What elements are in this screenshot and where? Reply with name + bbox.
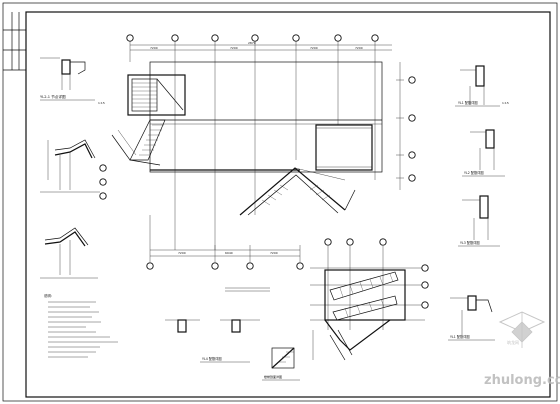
inner-frame	[25, 11, 551, 398]
stair-diagonal-left	[111, 119, 166, 166]
detail-right-3-title: YL3 配筋详图	[460, 240, 480, 245]
detail-left-1-title: YL2-1 节点详图	[40, 94, 66, 99]
main-floor-plan: 7200 7200 2870 7200 7200	[99, 34, 416, 270]
watermark-brand: zhulong.com	[484, 373, 560, 388]
detail-right-4-title: YL1 配筋详图	[450, 334, 470, 339]
detail-right-1-title: YL1 配筋详图	[458, 100, 478, 105]
watermark: 筑龙网 zhulong.com	[484, 311, 560, 388]
detail-left-lower	[40, 227, 98, 279]
detail-left-1-scale: 1:15	[98, 101, 105, 105]
dim-bottom-2: 6940	[225, 251, 233, 255]
grid-bubbles-right	[408, 76, 416, 182]
stair-block-upper	[127, 74, 186, 116]
notes-title: 说明:	[44, 293, 52, 298]
stair-plan-lower	[310, 238, 429, 361]
dim-bottom-1: 7200	[178, 251, 186, 255]
grid-bubbles-bottom	[146, 262, 304, 270]
detail-bottom-center: YL4 配筋详图	[165, 287, 270, 363]
binding-strip	[3, 12, 26, 71]
dim-top-2: 7200	[230, 46, 238, 50]
detail-bottom-a-title: YL4 配筋详图	[202, 356, 222, 361]
dim-top-3: 2870	[248, 41, 256, 45]
grid-bubbles-top	[126, 34, 379, 42]
detail-left-middle	[40, 139, 100, 193]
detail-bottom-b-title: 楼梯剖面详图	[264, 374, 282, 379]
detail-left-top: YL2-1 节点详图 1:15	[40, 57, 105, 105]
building-outline	[149, 61, 383, 173]
equipment-box	[315, 124, 373, 171]
dim-bottom-3: 7200	[270, 251, 278, 255]
detail-right-1-scale: 1:15	[502, 101, 509, 105]
watermark-logo-text: 筑龙网	[507, 339, 519, 345]
dim-top-1: 7200	[150, 46, 158, 50]
detail-right-2: YL2 配筋详图	[462, 129, 505, 177]
detail-right-1: YL1 配筋详图 1:15	[455, 65, 509, 107]
notes-block: 说明:	[44, 293, 118, 358]
stair-section-small: 楼梯剖面详图	[262, 347, 300, 381]
detail-right-4: YL1 配筋详图	[448, 295, 495, 341]
dim-top-4: 7200	[310, 46, 318, 50]
detail-right-2-title: YL2 配筋详图	[464, 170, 484, 175]
zhulong-logo-icon	[498, 311, 546, 348]
detail-right-3: YL3 配筋详图	[458, 195, 500, 247]
dim-top-5: 7200	[355, 46, 363, 50]
grid-bubbles-left	[99, 164, 107, 200]
stair-diagonal-right	[239, 167, 356, 216]
stair-plan-bubbles	[324, 238, 429, 309]
